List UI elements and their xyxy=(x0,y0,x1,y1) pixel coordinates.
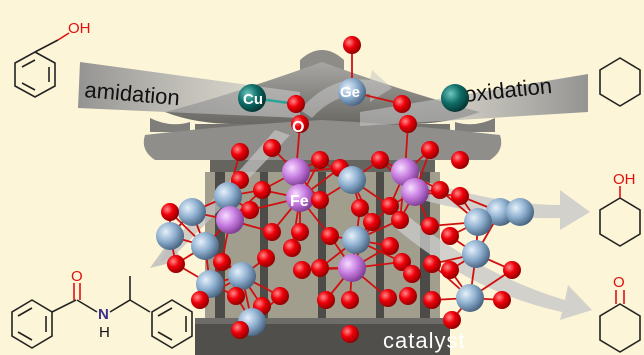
o-atom xyxy=(421,217,439,235)
o-atom xyxy=(431,181,449,199)
catalyst-label: catalyst xyxy=(383,328,466,353)
o-atom xyxy=(493,291,511,309)
o-atom xyxy=(343,36,361,54)
ge-atom xyxy=(342,226,370,254)
ge-atom xyxy=(191,232,219,260)
ge-atom xyxy=(456,284,484,312)
ge-atom xyxy=(156,222,184,250)
o-atom xyxy=(441,261,459,279)
o-atom xyxy=(391,211,409,229)
cyclohexanol-oh: OH xyxy=(613,171,636,188)
cu-atom-label: Cu xyxy=(243,91,263,108)
o-atom xyxy=(253,181,271,199)
o-atom xyxy=(443,311,461,329)
fe-atom xyxy=(282,158,310,186)
o-atom xyxy=(311,259,329,277)
cyclohexanone-o: O xyxy=(613,274,625,291)
ge-atom xyxy=(486,198,514,226)
benzyl-alcohol-oh: OH xyxy=(68,20,91,37)
o-atom xyxy=(341,325,359,343)
fe-atom xyxy=(216,206,244,234)
ge-atom xyxy=(338,78,366,106)
o-atom xyxy=(363,213,381,231)
o-atom xyxy=(317,291,335,309)
o-atom xyxy=(379,289,397,307)
o-atom xyxy=(399,115,417,133)
fe-atom-label: Fe xyxy=(290,193,309,210)
o-atom xyxy=(167,255,185,273)
amide-h: H xyxy=(99,324,110,341)
o-atom xyxy=(291,223,309,241)
amide-molecule xyxy=(11,276,193,349)
o-atom xyxy=(381,237,399,255)
ge-atom xyxy=(462,240,490,268)
cyclohexanone-molecule xyxy=(599,290,641,353)
o-atom xyxy=(241,201,259,219)
o-atom xyxy=(291,115,309,133)
fe-atom xyxy=(286,184,314,212)
o-atom xyxy=(213,253,231,271)
o-atom xyxy=(503,261,521,279)
o-atom xyxy=(271,287,289,305)
o-atom xyxy=(191,291,209,309)
o-atom xyxy=(423,291,441,309)
o-atom xyxy=(311,151,329,169)
o-atom xyxy=(381,197,399,215)
cyclohexanol-molecule xyxy=(599,186,641,247)
ge-atom xyxy=(214,182,242,210)
o-atom xyxy=(423,255,441,273)
ge-atom xyxy=(506,198,534,226)
oxidation-arrow xyxy=(360,74,588,126)
o-atom xyxy=(227,287,245,305)
o-atom xyxy=(263,223,281,241)
ge-atom xyxy=(178,198,206,226)
o-atom xyxy=(451,151,469,169)
o-atom xyxy=(421,141,439,159)
o-atom xyxy=(161,203,179,221)
fe-atom xyxy=(338,254,366,282)
o-atom xyxy=(403,265,421,283)
o-atom xyxy=(257,249,275,267)
o-atom xyxy=(231,143,249,161)
o-atom xyxy=(293,261,311,279)
cu-atom xyxy=(238,84,266,112)
o-atom xyxy=(371,151,389,169)
o-atom xyxy=(231,321,249,339)
o-atom xyxy=(287,95,305,113)
o-atom xyxy=(321,227,339,245)
cluster-atoms xyxy=(156,36,534,343)
amide-o: O xyxy=(71,268,83,285)
amide-n: N xyxy=(98,306,109,323)
ge-atom xyxy=(196,270,224,298)
o-atom xyxy=(393,95,411,113)
o-atom xyxy=(263,139,281,157)
curved-arrow-right-2 xyxy=(392,210,592,320)
o-atom xyxy=(283,239,301,257)
cu-atom xyxy=(441,84,469,112)
o-atom xyxy=(311,191,329,209)
fe-atom xyxy=(401,178,429,206)
cyclohexane-molecule xyxy=(599,57,641,107)
ge-atom xyxy=(338,166,366,194)
o-atom xyxy=(441,227,459,245)
benzyl-alcohol-molecule xyxy=(14,32,70,98)
ge-atom xyxy=(228,262,256,290)
o-atom xyxy=(341,291,359,309)
o-atom xyxy=(399,287,417,305)
ge-atom-label: Ge xyxy=(340,84,360,101)
o-atom xyxy=(351,199,369,217)
o-atom xyxy=(451,187,469,205)
ge-atom xyxy=(464,208,492,236)
o-atom xyxy=(393,253,411,271)
o-atom-label: O xyxy=(292,119,304,136)
